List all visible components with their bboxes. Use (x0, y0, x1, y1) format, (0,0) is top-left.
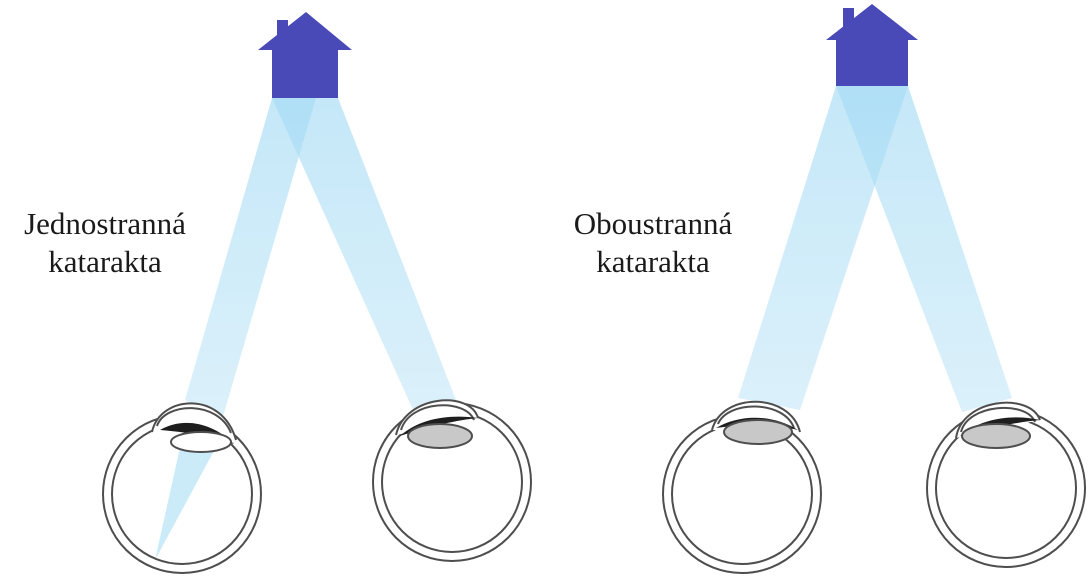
right-panel (663, 4, 1085, 573)
label-left-line2: katarakta (0, 243, 210, 281)
left-panel (103, 12, 531, 573)
label-right-line1: Oboustranná (548, 205, 758, 243)
house-icon-left (258, 12, 352, 98)
left-eye-cataract (663, 402, 821, 573)
right-eye-cataract (373, 400, 531, 561)
right-beam-to-right-eye (836, 86, 1012, 412)
label-bilateral-cataract: Oboustranná katarakta (548, 205, 758, 281)
cataract-lens (962, 424, 1030, 448)
label-unilateral-cataract: Jednostranná katarakta (0, 205, 210, 281)
label-left-line1: Jednostranná (0, 205, 210, 243)
left-beam-to-right-eye (272, 98, 456, 412)
label-right-line2: katarakta (548, 243, 758, 281)
clear-lens (171, 432, 231, 452)
house-icon-right (826, 4, 918, 86)
right-eye-cataract (927, 403, 1085, 567)
cataract-lens (724, 420, 792, 444)
cataract-lens (408, 424, 472, 448)
